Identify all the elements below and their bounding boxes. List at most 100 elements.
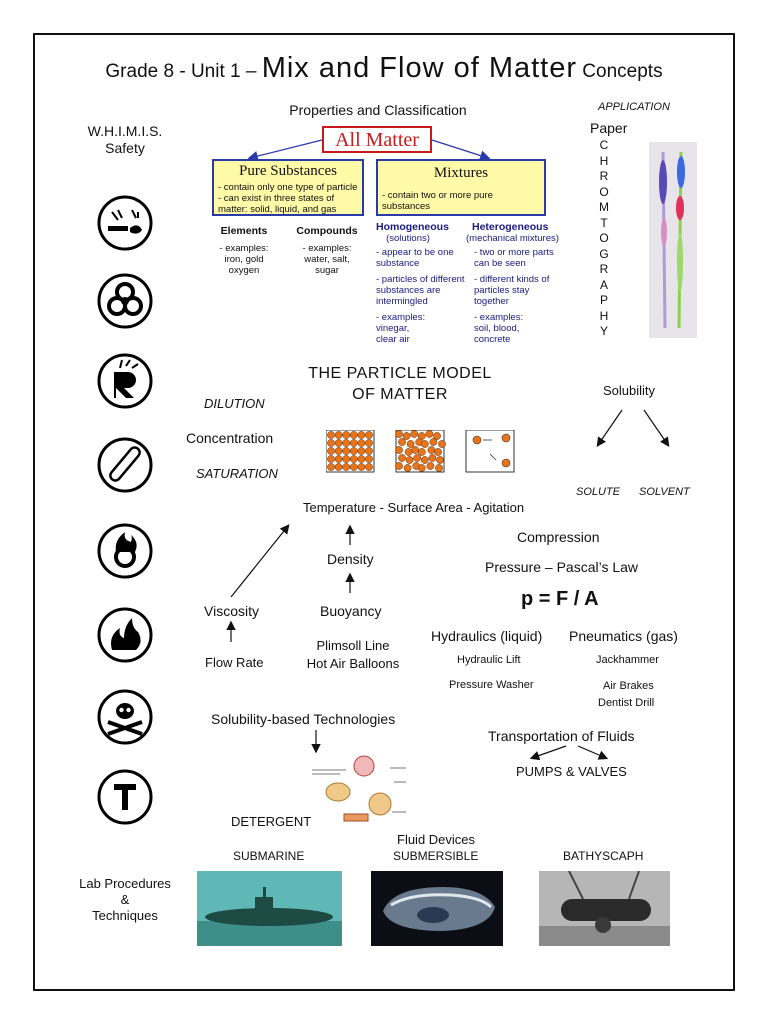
particle (327, 455, 335, 463)
particle (398, 454, 406, 462)
particle (334, 439, 343, 447)
heterogeneous-point: - examples: soil, blood, concrete (474, 312, 524, 345)
title-prefix: Grade 8 - Unit 1 – (105, 61, 262, 82)
particle (410, 430, 419, 438)
submersible-label: SUBMERSIBLE (393, 849, 479, 863)
particle (417, 464, 426, 472)
classification-heading: Properties and Classification (289, 102, 467, 118)
hydraulics-item: Hydraulic Lift (457, 654, 521, 666)
homogeneous-sub: (solutions) (386, 233, 430, 244)
compounds-block: Compounds - examples: water, salt, sugar (286, 225, 368, 276)
toxic-t-icon (97, 769, 153, 825)
chromatography-letter: G (599, 246, 609, 261)
poison-icon (97, 689, 153, 745)
title-suffix: Concepts (577, 61, 663, 82)
flammable-icon (97, 607, 153, 663)
submarine-label: SUBMARINE (233, 849, 305, 863)
reactive-icon (97, 353, 153, 409)
all-matter-box: All Matter (322, 126, 432, 153)
particle (438, 440, 446, 448)
particle (403, 464, 412, 472)
heterogeneous-title: Heterogeneous (472, 221, 549, 233)
compressed-gas-icon (97, 437, 153, 493)
oxidizing-corrosive-icon (97, 195, 153, 251)
title-main: Mix and Flow of Matter (261, 52, 578, 84)
mixtures-box: Mixtures - contain two or more pure subs… (376, 159, 546, 216)
particle (398, 438, 406, 446)
dilution-label: DILUTION (204, 396, 265, 411)
homogeneous-point: - examples: vinegar, clear air (376, 312, 426, 345)
particle (342, 431, 351, 439)
elements-block: Elements - examples: iron, gold oxygen (206, 225, 282, 276)
submersible-image (371, 871, 503, 946)
particle (334, 463, 343, 471)
heterogeneous-point: - different kinds of particles stay toge… (474, 274, 550, 307)
particle (334, 447, 343, 455)
homogeneous-block: Homogeneous (solutions) - appear to be o… (376, 221, 466, 345)
factors-label: Temperature - Surface Area - Agitation (303, 500, 525, 515)
homogeneous-point: - particles of different substances are … (376, 274, 465, 307)
homogeneous-point: - appear to be one substance (376, 247, 454, 269)
particle (435, 464, 443, 472)
submarine-image (197, 871, 342, 946)
particle (426, 462, 435, 470)
chromatography-letter: H (599, 308, 609, 323)
particle (327, 447, 335, 455)
particle (327, 431, 335, 439)
heterogeneous-block: Heterogeneous (mechanical mixtures) - tw… (466, 221, 559, 345)
solubility-label: Solubility (603, 383, 656, 398)
particle (420, 440, 429, 448)
particle (395, 446, 403, 454)
bathyscaph-image (539, 871, 670, 946)
chromatography-letter: T (600, 215, 608, 230)
elements-text: - examples: iron, gold oxygen (219, 243, 269, 276)
chromatography-letter: O (599, 184, 609, 199)
particle (365, 431, 373, 439)
homogeneous-title: Homogeneous (376, 221, 449, 233)
particle (413, 454, 422, 462)
particle (434, 448, 442, 456)
solubility-tech-label: Solubility-based Technologies (211, 711, 396, 727)
viscosity-label: Viscosity (204, 603, 259, 619)
particle (349, 455, 358, 463)
density-label: Density (327, 551, 374, 567)
lab-procedures-label: Lab Procedures & Techniques (79, 876, 171, 923)
hydraulics-title: Hydraulics (liquid) (431, 628, 543, 644)
buoyancy-label: Buoyancy (320, 603, 382, 619)
saturation-label: SATURATION (196, 466, 278, 481)
particle (365, 455, 373, 463)
chromatography-letter: O (599, 231, 609, 245)
particle (342, 455, 351, 463)
pure-substances-box: Pure Substances - contain only one type … (212, 159, 364, 216)
detergent-label: DETERGENT (231, 814, 312, 829)
particle (357, 431, 366, 439)
chromatography-letter: R (599, 169, 609, 183)
chromatography-letter: Y (599, 324, 608, 338)
page-title: Grade 8 - Unit 1 – Mix and Flow of Matte… (0, 52, 768, 85)
particle (411, 446, 420, 454)
chromatography-letter: M (599, 200, 609, 214)
gas-particles (465, 430, 515, 473)
compounds-text: - examples: water, salt, sugar (302, 243, 352, 276)
pressure-label: Pressure – Pascal’s Law (485, 559, 639, 575)
particle (327, 439, 335, 447)
pumps-valves-label: PUMPS & VALVES (516, 764, 627, 779)
particle (420, 456, 429, 464)
particle (334, 431, 343, 439)
particle (395, 430, 403, 438)
pneumatics-item: Jackhammer (596, 654, 659, 666)
particle (357, 447, 366, 455)
particle-model-title: THE PARTICLE MODEL OF MATTER (308, 365, 492, 403)
particle (357, 455, 366, 463)
transport-title: Transportation of Fluids (488, 728, 635, 744)
pure-substances-text: - contain only one type of particle - ca… (218, 182, 358, 215)
particle (349, 439, 358, 447)
particle (428, 454, 437, 462)
heterogeneous-point: - two or more parts can be seen (474, 247, 554, 269)
pure-substances-title: Pure Substances (239, 163, 337, 179)
mixtures-text: - contain two or more pure substances (382, 190, 493, 212)
particle (357, 439, 366, 447)
particle (405, 456, 414, 464)
particle (417, 448, 426, 456)
compounds-title: Compounds (296, 225, 358, 237)
